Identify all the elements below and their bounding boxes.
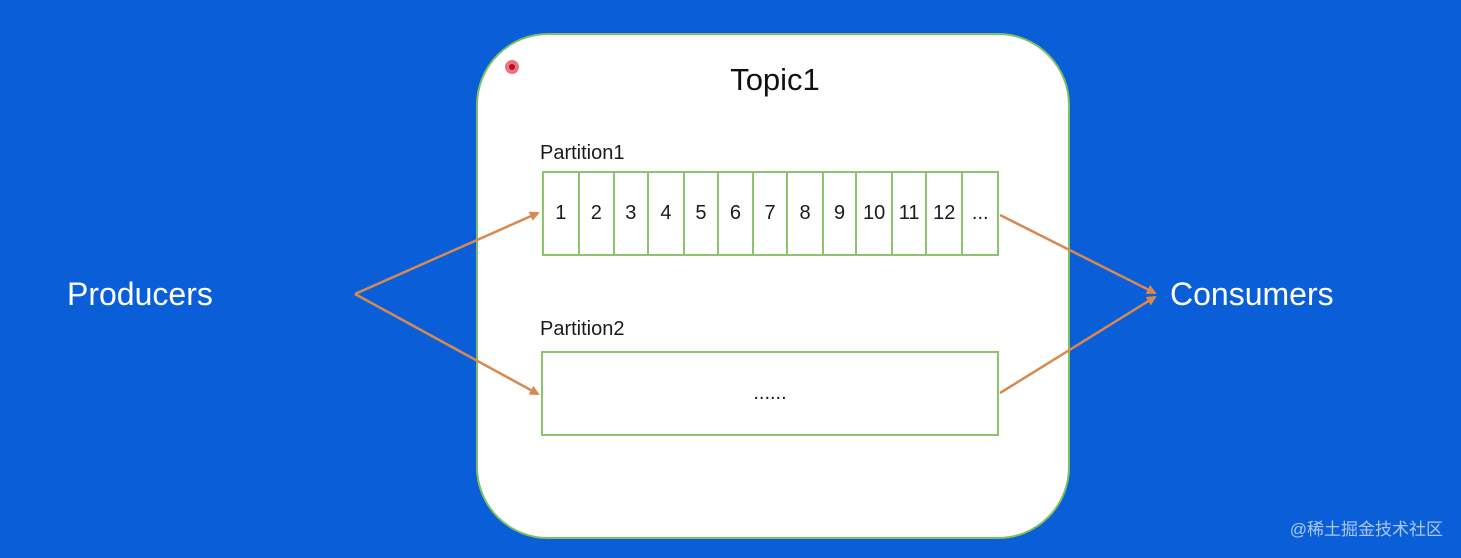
partition1-cell: 7 (754, 173, 788, 254)
partition1-cell: 2 (580, 173, 616, 254)
partition1-cell: 1 (544, 173, 580, 254)
partition1-cell: 10 (857, 173, 894, 254)
partition1-cell: 6 (719, 173, 755, 254)
topic-container (476, 33, 1070, 539)
partition1-cell: 3 (615, 173, 649, 254)
partition1-cell: 4 (649, 173, 686, 254)
partition1-cell: 12 (927, 173, 964, 254)
partition1-cell: ... (971, 202, 989, 224)
record-indicator-icon (505, 60, 519, 74)
producers-label: Producers (67, 276, 213, 312)
watermark: @稀土掘金技术社区 (1289, 520, 1443, 539)
partition1-cell: 5 (685, 173, 719, 254)
partition1-cell: 8 (788, 173, 825, 254)
topic-title: Topic1 (730, 62, 820, 97)
partition2-label: Partition2 (540, 318, 625, 340)
partition2-box: ...... (541, 351, 999, 436)
partition1-cell: 9 (824, 173, 857, 254)
partition1-label: Partition1 (540, 142, 625, 164)
consumers-label: Consumers (1170, 276, 1334, 312)
partition1-cell: 11 (893, 173, 927, 254)
